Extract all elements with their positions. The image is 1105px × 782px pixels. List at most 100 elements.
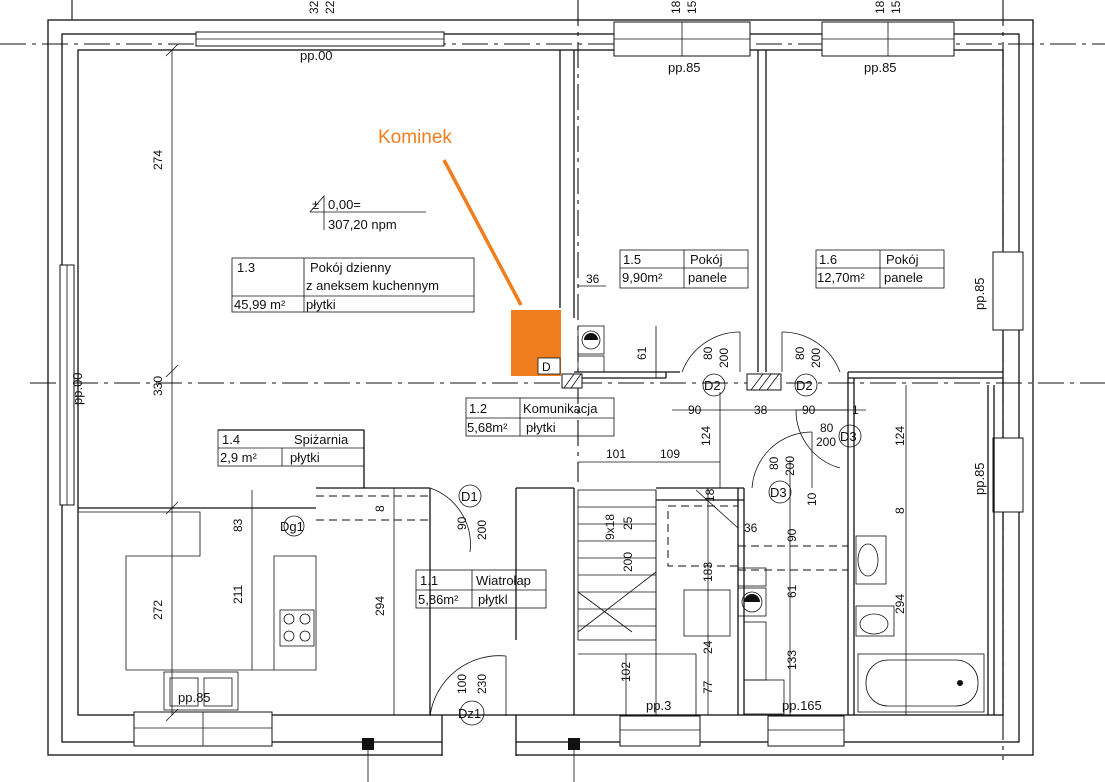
staircase [577, 489, 739, 715]
svg-text:D2: D2 [704, 378, 721, 393]
svg-text:183: 183 [701, 562, 715, 582]
hidden-lines [316, 495, 848, 571]
svg-text:200: 200 [621, 552, 635, 572]
svg-text:D3: D3 [840, 429, 857, 444]
svg-text:150: 150 [889, 0, 903, 14]
svg-text:61: 61 [785, 584, 799, 598]
svg-text:pp.85: pp.85 [972, 462, 987, 495]
svg-text:180: 180 [669, 0, 683, 14]
svg-text:2,9 m²: 2,9 m² [220, 450, 258, 465]
svg-text:pp.3: pp.3 [646, 698, 671, 713]
svg-text:36: 36 [744, 521, 758, 535]
svg-text:32: 32 [307, 0, 321, 14]
svg-text:D1: D1 [461, 489, 478, 504]
svg-text:24: 24 [701, 640, 715, 654]
svg-text:Wiatrołap: Wiatrołap [476, 573, 531, 588]
kitchen-counter [78, 511, 317, 711]
svg-text:80: 80 [820, 421, 834, 435]
svg-text:330: 330 [151, 376, 165, 396]
svg-text:Komunikacja: Komunikacja [523, 401, 598, 416]
bottom-markers [362, 738, 580, 782]
svg-text:9,90m²: 9,90m² [622, 270, 663, 285]
svg-text:109: 109 [660, 447, 680, 461]
svg-text:1.4: 1.4 [222, 432, 240, 447]
svg-text:211: 211 [231, 585, 245, 604]
svg-text:274: 274 [151, 150, 165, 170]
svg-text:90: 90 [802, 403, 816, 417]
entrance-gap [441, 715, 517, 756]
svg-text:36: 36 [586, 272, 600, 286]
svg-text:90: 90 [688, 403, 702, 417]
svg-text:272: 272 [151, 600, 165, 620]
opening-labels: pp.00 pp.85 pp.85 pp.00 pp.85 pp.85 pp.8… [70, 48, 987, 713]
room-1-1-label: 1.1 Wiatrołap 5,86m² płytkl [418, 573, 531, 607]
svg-text:Pokój dzienny: Pokój dzienny [310, 260, 391, 275]
svg-text:płytki: płytki [306, 297, 336, 312]
svg-text:200: 200 [816, 435, 836, 449]
svg-text:D: D [542, 360, 551, 374]
svg-text:8: 8 [373, 505, 387, 512]
svg-text:307,20 npm: 307,20 npm [328, 217, 397, 232]
svg-text:200: 200 [809, 348, 823, 368]
room-label-tables [217, 249, 945, 609]
svg-text:100: 100 [455, 674, 469, 694]
window-right-upper [992, 251, 1024, 331]
svg-text:pp.85: pp.85 [972, 277, 987, 310]
door-dimensions: 80 200 80 200 80 200 80 200 90 200 100 2… [455, 346, 836, 694]
svg-text:5,68m²: 5,68m² [467, 420, 508, 435]
svg-text:0,00=: 0,00= [328, 197, 361, 212]
svg-text:45,99 m²: 45,99 m² [234, 297, 286, 312]
svg-text:1.1: 1.1 [420, 573, 438, 588]
window-top-right [821, 21, 955, 57]
svg-text:pp.00: pp.00 [70, 372, 85, 405]
svg-text:10: 10 [805, 492, 819, 506]
svg-text:77: 77 [701, 680, 715, 694]
svg-text:80: 80 [701, 346, 715, 360]
svg-text:1.2: 1.2 [469, 401, 487, 416]
svg-text:1.6: 1.6 [819, 252, 837, 267]
window-bottom-mid [619, 715, 701, 747]
window-left [59, 264, 75, 506]
axis-lines [0, 0, 1105, 760]
svg-text:18: 18 [703, 488, 717, 502]
window-bottom-left [133, 711, 273, 747]
svg-text:38: 38 [754, 403, 768, 417]
svg-text:80: 80 [767, 456, 781, 470]
room-1-3-label: 1.3 Pokój dzienny z aneksem kuchennym 45… [234, 260, 439, 312]
svg-text:200: 200 [783, 456, 797, 476]
svg-text:200: 200 [475, 520, 489, 540]
top-edge-numbers: 32 22 180 150 180 150 [307, 0, 903, 14]
svg-text:230: 230 [475, 674, 489, 694]
svg-text:101: 101 [606, 447, 626, 461]
svg-text:płytki: płytki [526, 420, 556, 435]
svg-text:Dg1: Dg1 [280, 519, 304, 534]
svg-text:9x18: 9x18 [603, 514, 617, 540]
window-top-mid [613, 21, 751, 57]
door-tags: D2 D2 D3 D3 D1 Dz1 Dg1 [280, 373, 862, 726]
svg-text:8: 8 [893, 507, 907, 514]
room-1-5-label: 1.5 Pokój 9,90m² panele [622, 252, 727, 285]
window-bottom-right [767, 715, 845, 747]
svg-text:133: 133 [785, 650, 799, 670]
svg-text:płytkl: płytkl [478, 592, 508, 607]
svg-text:12,70m²: 12,70m² [817, 270, 865, 285]
svg-text:z aneksem kuchennym: z aneksem kuchennym [306, 278, 439, 293]
dimension-lines [165, 43, 907, 722]
svg-text:200: 200 [717, 348, 731, 368]
svg-text:1.3: 1.3 [237, 260, 255, 275]
svg-text:90: 90 [455, 516, 469, 530]
svg-text:102: 102 [619, 662, 633, 682]
svg-text:150: 150 [685, 0, 699, 14]
svg-text:panele: panele [884, 270, 923, 285]
svg-text:61: 61 [635, 346, 649, 360]
dimension-labels: 274 330 272 83 211 294 8 36 61 90 38 90 … [151, 150, 907, 694]
svg-text:294: 294 [373, 596, 387, 616]
window-top-left [195, 31, 445, 47]
svg-text:22: 22 [323, 0, 337, 14]
outer-walls [47, 19, 1034, 756]
svg-text:D2: D2 [796, 378, 813, 393]
svg-text:180: 180 [873, 0, 887, 14]
svg-text:294: 294 [893, 594, 907, 614]
svg-text:Spiżarnia: Spiżarnia [294, 432, 349, 447]
